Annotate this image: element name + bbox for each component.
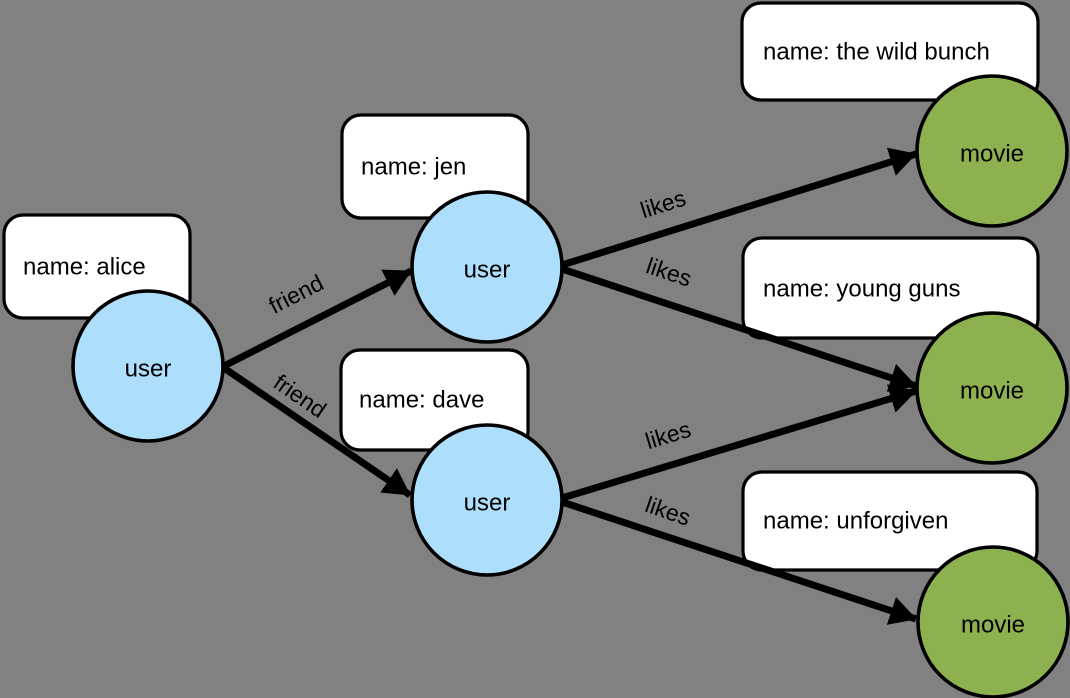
node-label-unforgiven: movie: [961, 612, 1025, 639]
property-text-wild-bunch: name: the wild bunch: [763, 39, 990, 66]
edge-dave-young-guns: [560, 384, 918, 502]
property-text-jen: name: jen: [361, 154, 466, 181]
property-box-unforgiven: [741, 470, 1039, 572]
property-text-young-guns: name: young guns: [763, 276, 960, 303]
property-text-alice: name: alice: [23, 254, 146, 281]
edge-alice-dave: [222, 365, 412, 498]
property-box-wild-bunch: [740, 1, 1040, 102]
edge-jen-young-guns: [560, 265, 918, 392]
edge-jen-wild-bunch: [560, 147, 918, 269]
node-circle-unforgiven: [916, 545, 1070, 698]
edge-alice-jen: [222, 267, 413, 370]
nodes: user user user movie movie movie: [71, 74, 1070, 698]
node-label-jen: user: [464, 257, 511, 284]
node-circle-wild-bunch: [915, 74, 1069, 228]
node-circle-jen: [410, 190, 564, 344]
property-boxes: name: alice name: jen name: dave name: t…: [2, 1, 1040, 572]
property-box-young-guns: [741, 236, 1040, 340]
edge-dave-unforgiven: [560, 498, 918, 625]
node-label-young-guns: movie: [960, 378, 1024, 405]
property-text-dave: name: dave: [359, 387, 484, 414]
node-label-dave: user: [464, 490, 511, 517]
node-label-alice: user: [125, 356, 172, 383]
node-circle-alice: [71, 289, 225, 443]
node-circle-young-guns: [915, 311, 1069, 465]
node-label-wild-bunch: movie: [960, 141, 1024, 168]
node-circle-dave: [410, 423, 564, 577]
property-text-unforgiven: name: unforgiven: [763, 508, 948, 535]
